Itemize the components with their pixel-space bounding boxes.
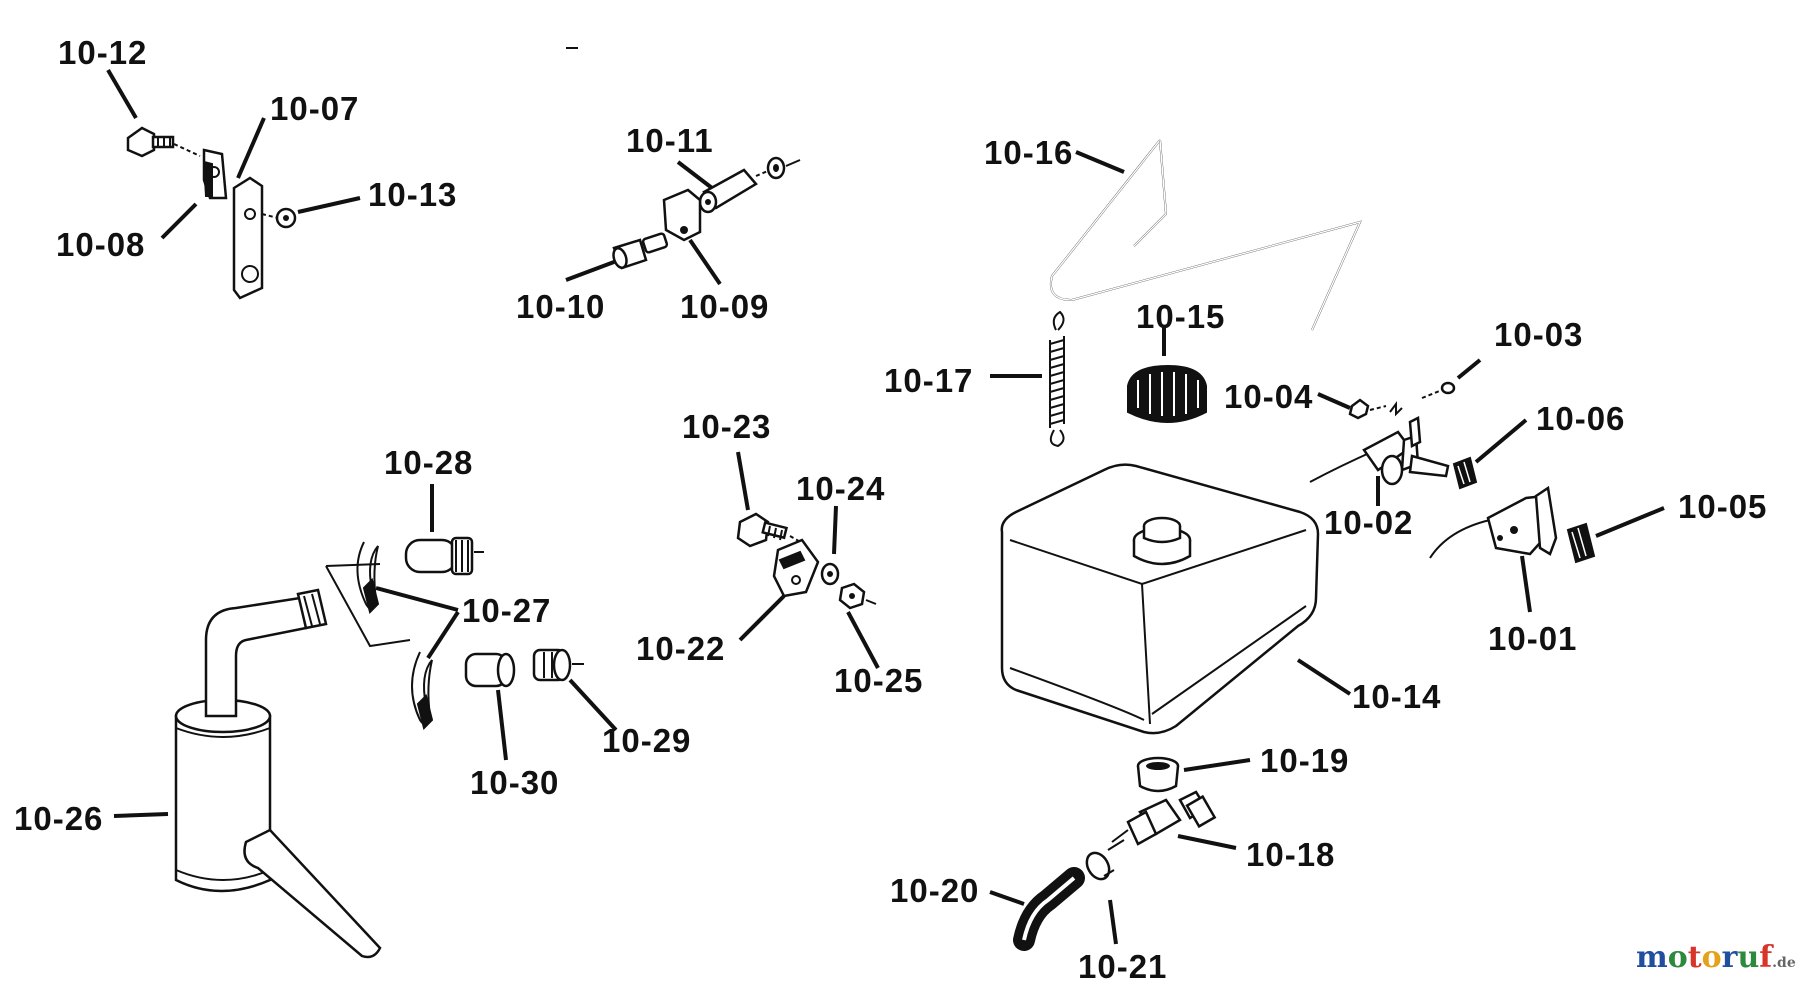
filler-neck [1132,516,1192,566]
hose-clamp-10-21 [1085,851,1118,945]
screw-10-03 [1421,358,1482,399]
label-10-04: 10-04 [1224,378,1314,415]
label-10-13: 10-13 [368,176,458,213]
wm-letter: t [1687,940,1702,975]
nut-10-25 [838,582,866,610]
label-10-08: 10-08 [56,226,146,263]
label-10-01: 10-01 [1488,620,1578,657]
clamp-10-22 [772,538,820,598]
label-10-17: 10-17 [884,362,974,399]
label-10-18: 10-18 [1246,836,1336,873]
label-10-22: 10-22 [636,630,726,667]
wm-letter: r [1721,940,1738,975]
watermark-logo: motoruf.de [1636,940,1796,975]
label-10-15: 10-15 [1136,298,1226,335]
label-10-19: 10-19 [1260,742,1350,779]
clip-10-09 [662,188,702,242]
shutoff-valve-10-18 [1107,790,1237,851]
label-10-26: 10-26 [14,800,104,837]
label-10-11: 10-11 [626,122,714,159]
washer-right-10-11 [766,156,786,180]
screw-10-04 [1317,392,1387,420]
wm-letter: m [1636,940,1668,975]
label-10-28: 10-28 [384,444,474,481]
label-10-20: 10-20 [890,872,980,909]
label-10-23: 10-23 [682,408,772,445]
label-10-25: 10-25 [834,662,924,699]
muffler-assembly [113,484,618,959]
nut-10-13 [275,207,297,229]
label-10-16: 10-16 [984,134,1074,171]
wm-tld: .de [1772,955,1796,971]
label-10-05: 10-05 [1678,488,1768,525]
wm-letter: o [1701,940,1722,975]
label-10-10: 10-10 [516,288,606,325]
wm-letter: u [1737,940,1760,975]
label-10-21: 10-21 [1078,948,1168,985]
bushing-10-19 [1136,756,1251,793]
label-10-07: 10-07 [270,90,360,127]
clamp-10-08 [202,148,228,200]
spring-clip-upper-10-27 [356,541,380,614]
label-10-30: 10-30 [470,764,560,801]
fuel-tank-10-14 [1000,463,1352,735]
clamp-assembly-center [736,451,880,669]
sleeve-10-30 [464,652,516,688]
label-10-24: 10-24 [796,470,886,507]
fuel-line-10-20 [989,867,1085,951]
label-10-02: 10-02 [1324,504,1414,541]
label-10-09: 10-09 [680,288,770,325]
spring-10-17 [990,310,1065,448]
label-10-12: 10-12 [58,34,148,71]
wire-link-10-16 [1050,139,1362,331]
muffler-10-26 [174,588,382,959]
screw-10-23 [736,512,789,548]
sleeve-10-28 [404,536,484,576]
wm-letter: f [1759,940,1773,975]
plate-10-07 [232,176,264,300]
label-10-29: 10-29 [602,722,692,759]
washer-10-24 [820,562,840,586]
bolt-10-10 [612,232,669,270]
knob-10-05 [1566,506,1665,564]
label-10-06: 10-06 [1536,400,1626,437]
bolt-10-12 [126,126,175,158]
nut-10-29 [532,648,584,682]
spacer-10-11 [698,168,758,214]
wm-letter: o [1667,940,1688,975]
spring-clip-lower-10-27 [411,651,434,730]
label-10-03: 10-03 [1494,316,1584,353]
knob-10-06 [1452,418,1528,490]
label-10-27: 10-27 [462,592,552,629]
bracket-assembly-top-left [106,68,361,300]
control-bracket-10-01 [1429,485,1558,613]
label-10-14: 10-14 [1352,678,1442,715]
fuel-cap-10-15 [1127,328,1207,423]
spacer-assembly-top-center [565,156,801,286]
throttle-lever-10-02 [1309,401,1450,506]
